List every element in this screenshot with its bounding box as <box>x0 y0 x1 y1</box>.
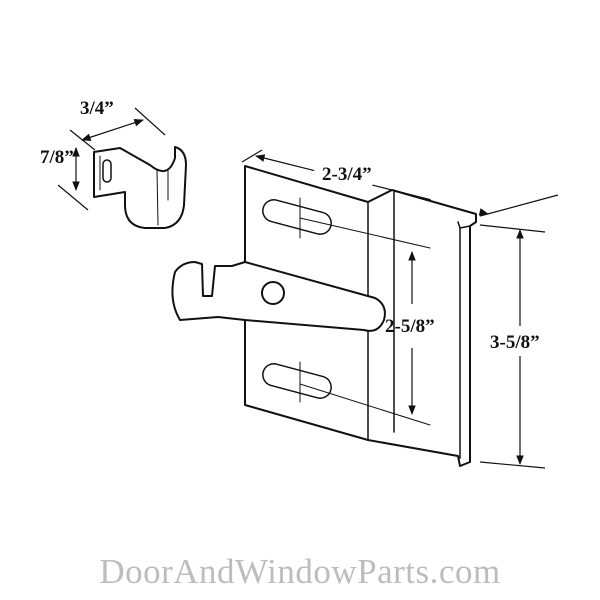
slot-spacing-label: 2-5/8” <box>385 316 435 337</box>
plate-width-label: 2-3/4” <box>322 164 372 185</box>
clip-width-label: 3/4” <box>80 98 114 119</box>
watermark: DoorAndWindowParts.com <box>99 552 501 591</box>
plate-height-label: 3-5/8” <box>490 332 540 353</box>
keeper-clip <box>93 146 187 229</box>
clip-dimension-lines <box>57 107 166 211</box>
latch-hook <box>171 261 386 332</box>
clip-height-label: 7/8” <box>40 147 74 168</box>
